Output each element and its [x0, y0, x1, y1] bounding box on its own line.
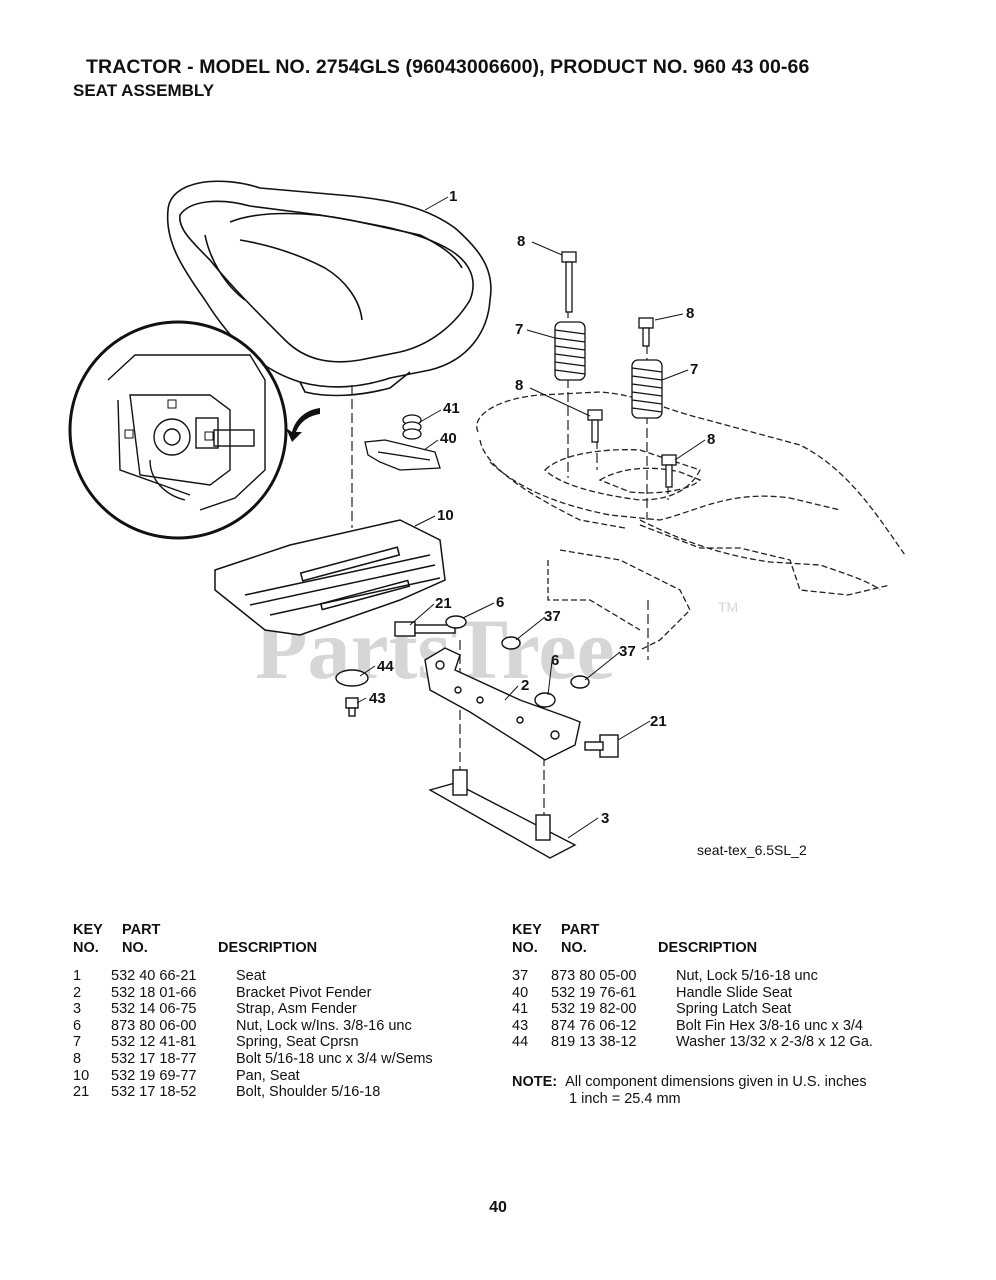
callout-40: 40 — [440, 430, 457, 447]
diagram-caption: seat-tex_6.5SL_2 — [697, 842, 807, 858]
bolt-43 — [345, 697, 359, 717]
callout-7: 7 — [515, 321, 523, 338]
springs-and-bolts — [554, 251, 677, 488]
watermark-trademark: TM — [718, 599, 738, 615]
seat-assembly-diagram: PartsTree TM — [68, 180, 906, 859]
bolt-21-right — [584, 734, 619, 758]
description-header: DESCRIPTION — [218, 940, 318, 956]
bolt-b — [638, 317, 654, 347]
callout-21: 21 — [650, 713, 667, 730]
fender-strap — [428, 769, 577, 859]
callout-37: 37 — [544, 608, 561, 625]
callout-6: 6 — [551, 652, 559, 669]
spring-left — [554, 321, 586, 381]
callout-8: 8 — [707, 431, 715, 448]
callout-8: 8 — [515, 377, 523, 394]
pivot-bracket — [335, 615, 619, 761]
seat-pan — [214, 519, 446, 636]
bolt-a — [561, 251, 577, 313]
key-header: KEY — [512, 922, 542, 938]
callout-3: 3 — [601, 810, 609, 827]
fender-outline — [476, 391, 906, 651]
key-header-bottom: NO. — [73, 940, 99, 956]
callout-37: 37 — [619, 643, 636, 660]
callout-8: 8 — [686, 305, 694, 322]
part-header-bottom: NO. — [561, 940, 587, 956]
callout-7: 7 — [690, 361, 698, 378]
page-title: TRACTOR - MODEL NO. 2754GLS (96043006600… — [86, 56, 810, 78]
note-line-1: All component dimensions given in U.S. i… — [565, 1074, 867, 1090]
detail-inset — [68, 320, 320, 540]
dimensions-note: NOTE: All component dimensions given in … — [512, 1074, 867, 1107]
callout-2: 2 — [521, 677, 529, 694]
callout-44: 44 — [377, 658, 394, 675]
section-title: SEAT ASSEMBLY — [73, 81, 215, 100]
callout-41: 41 — [443, 400, 460, 417]
callout-1: 1 — [449, 188, 457, 205]
part-header-bottom: NO. — [122, 940, 148, 956]
key-header: KEY — [73, 922, 103, 938]
callout-8: 8 — [517, 233, 525, 250]
latch-parts — [364, 414, 441, 471]
part-header: PART — [122, 922, 161, 938]
callout-labels: 1 8 7 8 7 41 8 40 8 10 21 6 37 6 37 44 2… — [369, 188, 715, 827]
callout-10: 10 — [437, 507, 454, 524]
page-number: 40 — [489, 1199, 507, 1216]
bolt-21-left — [394, 621, 456, 637]
bolt-d — [661, 454, 677, 488]
callout-6: 6 — [496, 594, 504, 611]
key-header-bottom: NO. — [512, 940, 538, 956]
note-line-2: 1 inch = 25.4 mm — [569, 1090, 681, 1107]
callout-43: 43 — [369, 690, 386, 707]
callout-21: 21 — [435, 595, 452, 612]
seat — [166, 180, 492, 397]
part-header: PART — [561, 922, 600, 938]
spring-right — [631, 359, 663, 419]
note-label: NOTE: — [512, 1074, 558, 1090]
bolt-c — [587, 409, 603, 443]
leader-lines — [356, 196, 706, 839]
description-header: DESCRIPTION — [658, 940, 758, 956]
